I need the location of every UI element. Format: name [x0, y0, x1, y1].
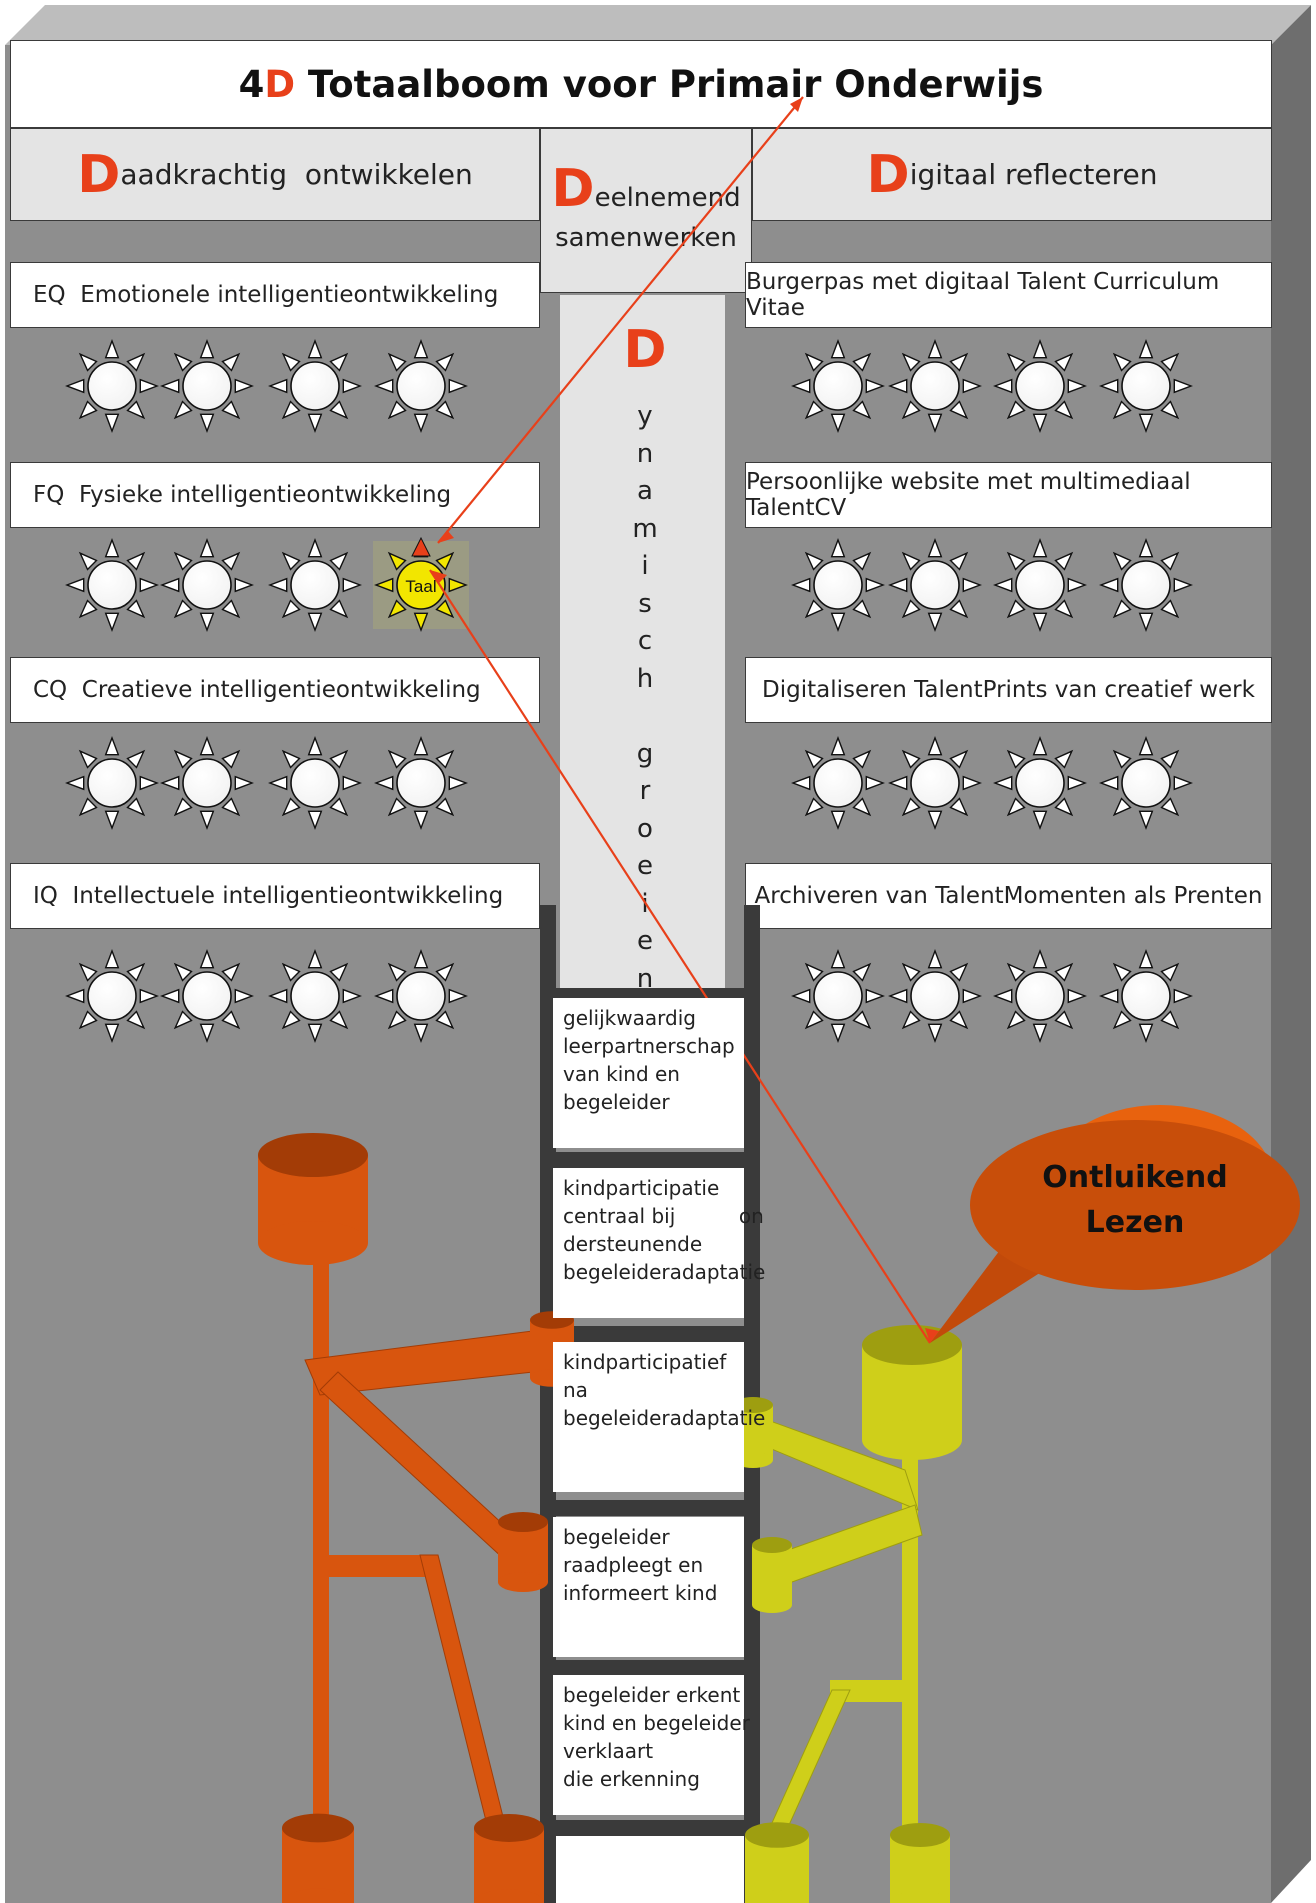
speech-bubble-line1: Ontluikend	[1042, 1160, 1228, 1195]
header-middle-d: D	[551, 159, 595, 219]
vertical-letter: s	[638, 588, 652, 619]
rung-line: na	[563, 1378, 588, 1402]
speech-bubble-line2: Lezen	[1085, 1205, 1185, 1240]
vertical-d: D	[623, 320, 667, 380]
rung-line: begeleider	[563, 1525, 670, 1549]
vertical-letter: h	[636, 663, 654, 694]
vertical-letter: m	[632, 513, 658, 544]
left-row-eq: EQ Emotionele intelligentieontwikkeling	[10, 262, 540, 328]
ladder-rung-3: kindparticipatief na begeleideradaptatie	[553, 1342, 766, 1492]
ladder-rung-5: begeleider erkent kind en begeleider verkl…	[553, 1675, 750, 1815]
header-left-d: D	[77, 144, 121, 205]
rung-line: informeert kind	[563, 1581, 718, 1605]
right-row-4: Archiveren van TalentMomenten als Prente…	[745, 863, 1272, 929]
vertical-letter: r	[639, 776, 651, 806]
vertical-letter: o	[637, 813, 653, 844]
vertical-letter	[560, 698, 730, 736]
left-row-iq: IQ Intellectuele intelligentieontwikkeli…	[10, 863, 540, 929]
rung-line: begeleideradaptatie	[563, 1260, 766, 1284]
rung-line: kindparticipatief	[563, 1350, 727, 1374]
vertical-letter: i	[641, 888, 649, 919]
rung-line: leerpartnerschap	[563, 1034, 735, 1058]
right-row-3: Digitaliseren TalentPrints van creatief …	[745, 657, 1272, 723]
vertical-letter: y	[637, 401, 653, 431]
ladder-rung-4: begeleider raadpleegt en informeert kind	[553, 1517, 744, 1657]
rung-line: raadpleegt en	[563, 1553, 704, 1577]
rung-line: van kind en	[563, 1062, 680, 1086]
header-middle-line1: eelnemend	[594, 183, 741, 213]
header-middle-line2: samenwerken	[555, 223, 737, 253]
header-right-d: D	[866, 144, 910, 205]
vertical-letter: a	[637, 476, 653, 506]
rung-line: verklaart	[563, 1739, 654, 1763]
right-row-2: Persoonlijke website met multimediaal Ta…	[745, 462, 1272, 528]
rung-line: kind en begeleider	[563, 1711, 750, 1735]
title-text: Totaalboom voor Primair Onderwijs	[295, 62, 1044, 106]
vertical-letter: n	[636, 438, 654, 469]
left-row-cq: CQ Creatieve intelligentieontwikkeling	[10, 657, 540, 723]
ladder-rung-1: gelijkwaardig leerpartnerschap van kind en…	[553, 998, 744, 1148]
header-right-label: igitaal reflecteren	[909, 158, 1158, 191]
header-middle: Deelnemend samenwerken	[540, 128, 752, 293]
vertical-letter: n	[636, 963, 654, 994]
title-prefix: 4	[238, 62, 265, 106]
rung-line: centraal bij on	[563, 1204, 764, 1228]
ladder-rung-2: kindparticipatie centraal bij on dersteune…	[553, 1168, 766, 1318]
vertical-letter: i	[641, 551, 649, 581]
vertical-letter: g	[636, 738, 654, 769]
rung-line: die erkenning	[563, 1767, 700, 1791]
vertical-letter: c	[637, 626, 653, 656]
rung-line: kindparticipatie	[563, 1176, 720, 1200]
right-row-1: Burgerpas met digitaal Talent Curriculum…	[745, 262, 1272, 328]
left-row-fq: FQ Fysieke intelligentieontwikkeling	[10, 462, 540, 528]
title-d: D	[264, 62, 296, 106]
header-left-label: aadkrachtig ontwikkelen	[120, 158, 473, 191]
rung-line: begeleider	[563, 1090, 670, 1114]
vertical-letter: e	[637, 926, 653, 956]
vertical-letter: e	[637, 851, 653, 881]
rung-line: begeleideradaptatie	[563, 1406, 766, 1430]
speech-bubble-text: Ontluikend Lezen	[990, 1155, 1280, 1245]
rung-line: dersteunende	[563, 1232, 703, 1256]
rung-line: gelijkwaardig	[563, 1006, 696, 1030]
rung-line: begeleider erkent	[563, 1683, 741, 1707]
